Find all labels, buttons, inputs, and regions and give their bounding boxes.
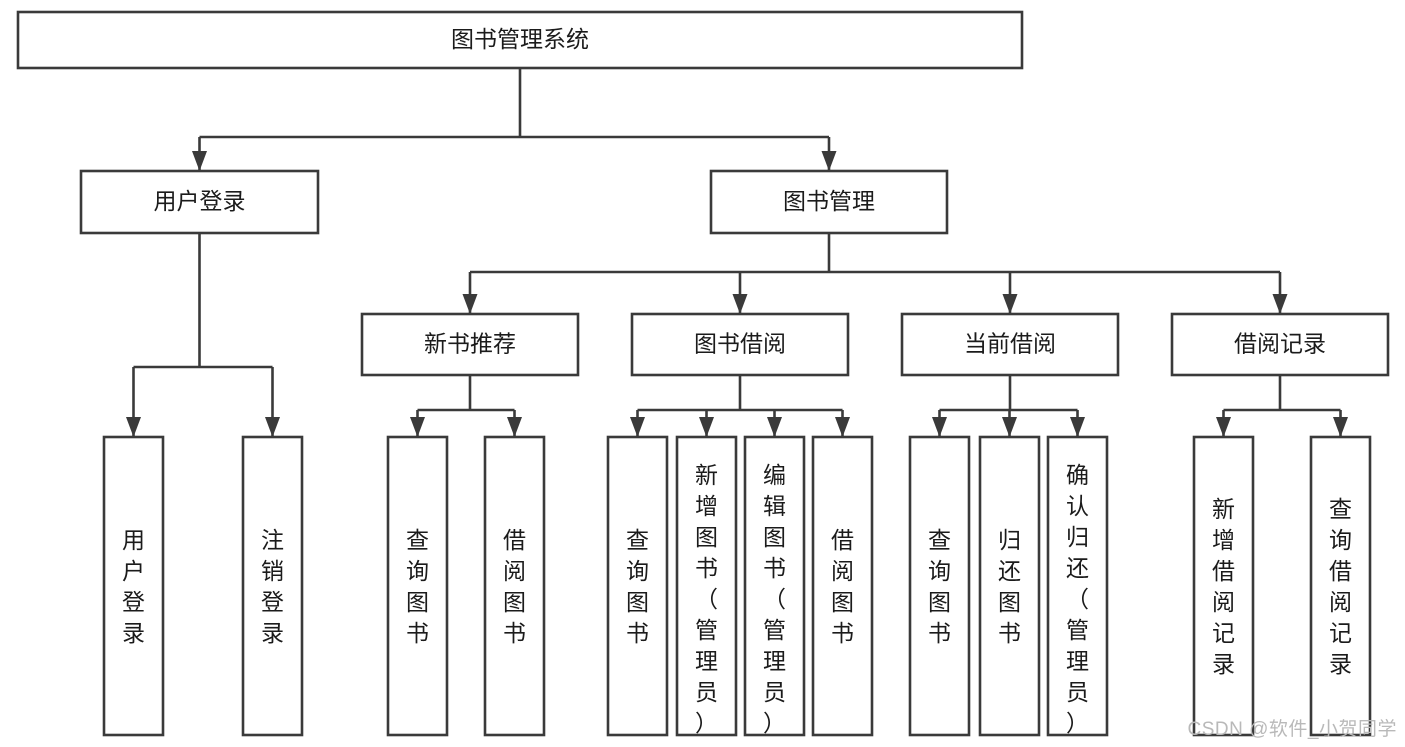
- node-leaf-add-book-admin[interactable]: 新增图书（管理员）: [675, 435, 738, 737]
- node-leaf-add-borrow-record[interactable]: 新增借阅记录: [1192, 435, 1255, 737]
- node-leaf-query-book-recommend[interactable]: 查询图书: [386, 435, 449, 737]
- node-leaf-add-book-admin-label: 新增图书（管理员）: [695, 462, 718, 736]
- node-leaf-query-book-borrow[interactable]: 查询图书: [606, 435, 669, 737]
- node-leaf-logout-login[interactable]: 注销登录: [241, 435, 304, 737]
- node-leaf-edit-book-admin-label: 编辑图书（管理员）: [763, 462, 786, 736]
- connector-arrowhead: [192, 151, 207, 171]
- node-leaf-query-borrow-record-label: 查询借阅记录: [1329, 496, 1352, 677]
- node-user-login-box: [79, 169, 320, 235]
- node-leaf-confirm-return-admin-label: 确认归还（管理员）: [1066, 462, 1089, 736]
- node-borrow-record-label: 借阅记录: [1234, 331, 1326, 357]
- node-leaf-query-book-current[interactable]: 查询图书: [908, 435, 971, 737]
- node-root-label: 图书管理系统: [451, 26, 589, 52]
- node-book-management-label: 图书管理: [783, 188, 875, 214]
- connector-arrowhead: [1070, 417, 1085, 437]
- node-user-login-label: 用户登录: [154, 188, 246, 214]
- connector-arrowhead: [932, 417, 947, 437]
- connectors-layer: [126, 68, 1348, 437]
- node-leaf-query-book-recommend-label: 查询图书: [406, 527, 429, 646]
- node-leaf-query-borrow-record-box: [1309, 435, 1372, 737]
- node-current-borrow-label: 当前借阅: [964, 331, 1056, 357]
- connector-arrowhead: [732, 294, 748, 314]
- node-borrow-record-box: [1170, 312, 1390, 377]
- node-leaf-return-book-box: [978, 435, 1041, 737]
- connector-arrowhead: [507, 417, 522, 437]
- connector-arrowhead: [410, 417, 425, 437]
- node-leaf-edit-book-admin-box: [743, 435, 806, 737]
- node-leaf-query-book-current-box: [908, 435, 971, 737]
- node-leaf-return-book[interactable]: 归还图书: [978, 435, 1041, 737]
- node-leaf-return-book-label: 归还图书: [998, 527, 1021, 646]
- node-leaf-user-login[interactable]: 用户登录: [102, 435, 165, 737]
- connector-arrowhead: [767, 417, 782, 437]
- node-leaf-user-login-label: 用户登录: [122, 527, 145, 646]
- connector-arrowhead: [821, 151, 837, 171]
- node-leaf-borrow-book-label: 借阅图书: [831, 527, 854, 646]
- node-user-login[interactable]: 用户登录: [79, 169, 320, 235]
- node-borrow-record[interactable]: 借阅记录: [1170, 312, 1390, 377]
- node-leaf-add-borrow-record-label: 新增借阅记录: [1212, 496, 1235, 677]
- node-new-book-recommend-label: 新书推荐: [424, 331, 516, 357]
- connector-arrowhead: [1272, 294, 1288, 314]
- node-leaf-query-borrow-record[interactable]: 查询借阅记录: [1309, 435, 1372, 737]
- nodes-layer: 图书管理系统用户登录图书管理新书推荐图书借阅当前借阅借阅记录用户登录注销登录查询…: [16, 10, 1390, 737]
- node-leaf-borrow-book-recommend-label: 借阅图书: [503, 527, 526, 646]
- node-book-management[interactable]: 图书管理: [709, 169, 949, 235]
- node-root[interactable]: 图书管理系统: [16, 10, 1024, 70]
- connector-arrowhead: [462, 294, 478, 314]
- connector-arrowhead: [1002, 294, 1018, 314]
- node-leaf-query-book-recommend-box: [386, 435, 449, 737]
- node-leaf-borrow-book-recommend-box: [483, 435, 546, 737]
- connector-arrowhead: [1333, 417, 1348, 437]
- node-leaf-logout-login-box: [241, 435, 304, 737]
- node-leaf-query-book-borrow-box: [606, 435, 669, 737]
- connector-arrowhead: [835, 417, 850, 437]
- connector-arrowhead: [1002, 417, 1017, 437]
- node-leaf-borrow-book-recommend[interactable]: 借阅图书: [483, 435, 546, 737]
- node-current-borrow-box: [900, 312, 1120, 377]
- node-leaf-edit-book-admin[interactable]: 编辑图书（管理员）: [743, 435, 806, 737]
- node-current-borrow[interactable]: 当前借阅: [900, 312, 1120, 377]
- node-leaf-query-book-current-label: 查询图书: [928, 527, 951, 646]
- connector-arrowhead: [1216, 417, 1231, 437]
- node-leaf-logout-login-label: 注销登录: [261, 527, 284, 646]
- node-leaf-query-book-borrow-label: 查询图书: [626, 527, 649, 646]
- node-new-book-recommend[interactable]: 新书推荐: [360, 312, 580, 377]
- connector-arrowhead: [265, 417, 280, 437]
- node-book-management-box: [709, 169, 949, 235]
- connector-arrowhead: [630, 417, 645, 437]
- connector-arrowhead: [126, 417, 141, 437]
- node-new-book-recommend-box: [360, 312, 580, 377]
- watermark-label: CSDN @软件_小贺同学: [1187, 719, 1397, 740]
- node-leaf-add-borrow-record-box: [1192, 435, 1255, 737]
- node-book-borrow-box: [630, 312, 850, 377]
- node-leaf-confirm-return-admin-box: [1046, 435, 1109, 737]
- node-root-box: [16, 10, 1024, 70]
- node-leaf-borrow-book[interactable]: 借阅图书: [811, 435, 874, 737]
- node-book-borrow-label: 图书借阅: [694, 331, 786, 357]
- node-leaf-add-book-admin-box: [675, 435, 738, 737]
- node-book-borrow[interactable]: 图书借阅: [630, 312, 850, 377]
- node-leaf-user-login-box: [102, 435, 165, 737]
- node-leaf-borrow-book-box: [811, 435, 874, 737]
- connector-arrowhead: [699, 417, 714, 437]
- node-leaf-confirm-return-admin[interactable]: 确认归还（管理员）: [1046, 435, 1109, 737]
